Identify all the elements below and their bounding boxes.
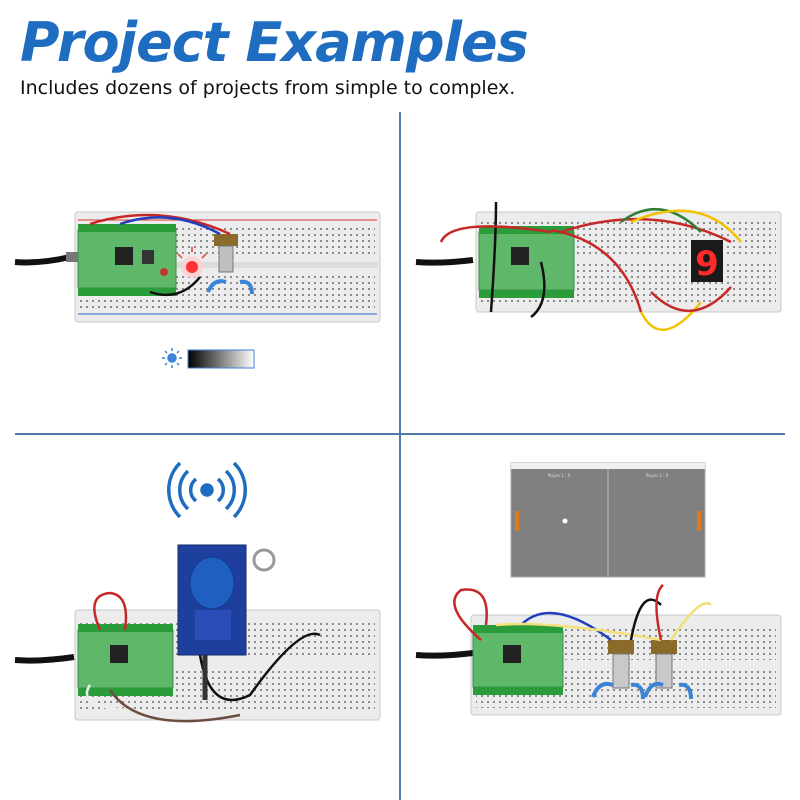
rotate-arrows-icon bbox=[206, 279, 254, 295]
panel-rfid bbox=[14, 461, 381, 723]
pico-board bbox=[472, 625, 564, 695]
usb-cable bbox=[415, 257, 474, 266]
divider-horizontal bbox=[15, 433, 785, 435]
display-digit: 9 bbox=[695, 244, 719, 284]
potentiometer-right bbox=[651, 640, 677, 689]
led bbox=[177, 247, 207, 278]
panel-pong-game: Player 1 : 0 Player 2 : 0 bbox=[415, 462, 782, 716]
wireless-signal-icon bbox=[166, 461, 248, 519]
potentiometer-left bbox=[608, 640, 634, 689]
page-subtitle: Includes dozens of projects from simple … bbox=[20, 77, 516, 99]
right-paddle bbox=[697, 511, 701, 531]
game-window: Player 1 : 0 Player 2 : 0 bbox=[510, 462, 706, 578]
gradient-bar bbox=[187, 349, 255, 369]
usb-cable bbox=[14, 654, 75, 664]
page-title: Project Examples bbox=[20, 11, 529, 74]
usb-plug bbox=[66, 252, 80, 262]
sun-icon bbox=[162, 348, 182, 368]
rfid-module bbox=[177, 544, 247, 656]
seven-segment-display: 9 bbox=[691, 240, 723, 284]
rotate-arrows-icon bbox=[591, 681, 693, 700]
potentiometer bbox=[214, 234, 238, 273]
pico-board bbox=[77, 224, 177, 296]
panel-led-potentiometer bbox=[14, 211, 381, 369]
player2-score: Player 2 : 0 bbox=[646, 473, 669, 478]
usb-cable bbox=[415, 650, 474, 659]
ball bbox=[562, 518, 568, 524]
player1-score: Player 1 : 0 bbox=[548, 473, 571, 478]
rfid-tag bbox=[189, 548, 276, 610]
left-paddle bbox=[515, 511, 519, 531]
pico-board bbox=[77, 624, 174, 696]
usb-cable bbox=[14, 254, 71, 266]
divider-vertical bbox=[399, 112, 401, 800]
panel-seven-segment: 9 bbox=[415, 201, 782, 331]
